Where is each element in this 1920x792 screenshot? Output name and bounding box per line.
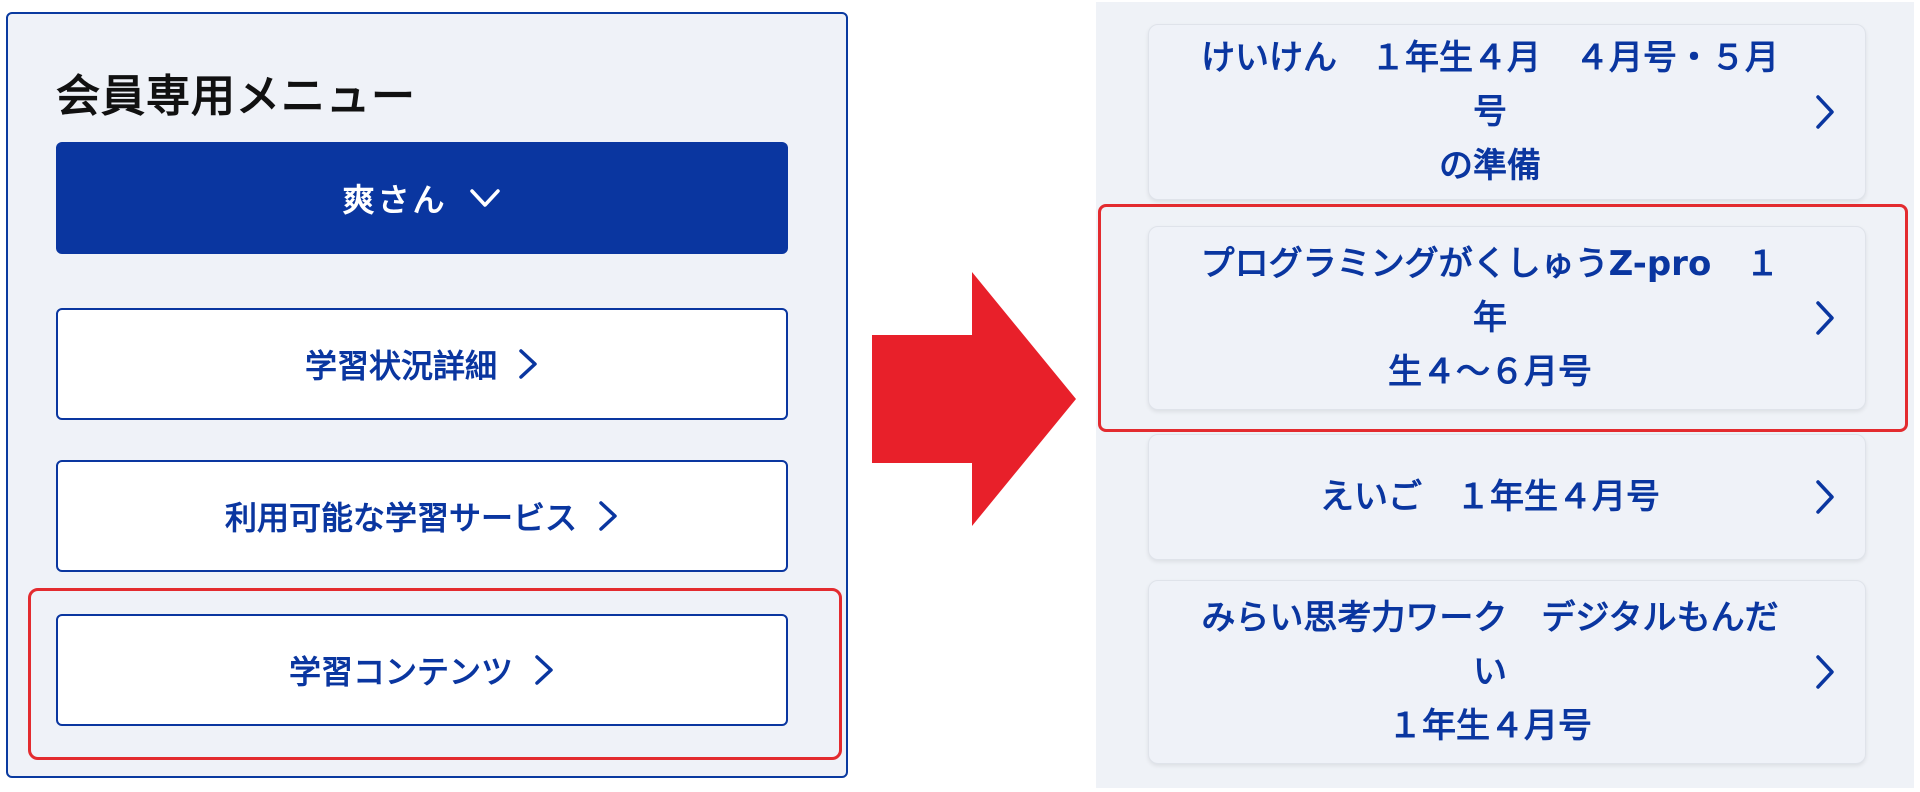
study-status-detail-button[interactable]: 学習状況詳細 <box>56 308 788 420</box>
card-title-line2: １年生４月号 <box>1388 706 1592 746</box>
content-card-mirai-shikoryoku[interactable]: みらい思考力ワーク デジタルもんだい １年生４月号 <box>1148 580 1866 764</box>
available-study-services-button[interactable]: 利用可能な学習サービス <box>56 460 788 572</box>
chevron-right-icon <box>1816 480 1834 514</box>
available-study-services-label: 利用可能な学習サービス <box>224 499 577 537</box>
chevron-right-icon <box>1816 95 1834 129</box>
card-title: えいご １年生４月号 <box>1185 435 1795 559</box>
user-dropdown-button[interactable]: 爽さん <box>56 142 788 254</box>
chevron-right-icon <box>1816 655 1834 689</box>
user-name-label: 爽さん <box>342 181 448 219</box>
chevron-right-icon <box>519 349 537 379</box>
member-menu-title: 会員専用メニュー <box>56 71 416 122</box>
highlight-box-study-contents <box>28 588 842 760</box>
arrow-right-icon <box>872 272 1076 526</box>
study-contents-label: 学習コンテンツ <box>288 653 513 691</box>
card-title-line1: けいけん １年生４月 ４月号・５月号 <box>1201 38 1779 132</box>
highlight-box-programming <box>1098 204 1908 432</box>
study-contents-button[interactable]: 学習コンテンツ <box>56 614 788 726</box>
card-title-line2: の準備 <box>1439 146 1541 186</box>
card-title-line1: えいご １年生４月号 <box>1320 477 1660 517</box>
card-title: みらい思考力ワーク デジタルもんだい １年生４月号 <box>1185 581 1795 763</box>
chevron-right-icon <box>599 501 617 531</box>
content-card-eigo[interactable]: えいご １年生４月号 <box>1148 434 1866 560</box>
card-title: けいけん １年生４月 ４月号・５月号 の準備 <box>1185 25 1795 199</box>
card-title-line1: みらい思考力ワーク デジタルもんだい <box>1201 598 1779 692</box>
card-title-line1: プログラミングがくしゅうZ-pro １年 <box>1200 244 1780 338</box>
study-status-detail-label: 学習状況詳細 <box>304 347 497 385</box>
chevron-right-icon <box>535 655 553 685</box>
chevron-right-icon <box>1816 301 1834 335</box>
card-title-line2: 生４～６月号 <box>1388 352 1592 392</box>
card-title: プログラミングがくしゅうZ-pro １年 生４～６月号 <box>1185 227 1795 409</box>
content-card-programming-zpro[interactable]: プログラミングがくしゅうZ-pro １年 生４～６月号 <box>1148 226 1866 410</box>
content-card-keiken[interactable]: けいけん １年生４月 ４月号・５月号 の準備 <box>1148 24 1866 200</box>
chevron-down-icon <box>469 189 500 207</box>
